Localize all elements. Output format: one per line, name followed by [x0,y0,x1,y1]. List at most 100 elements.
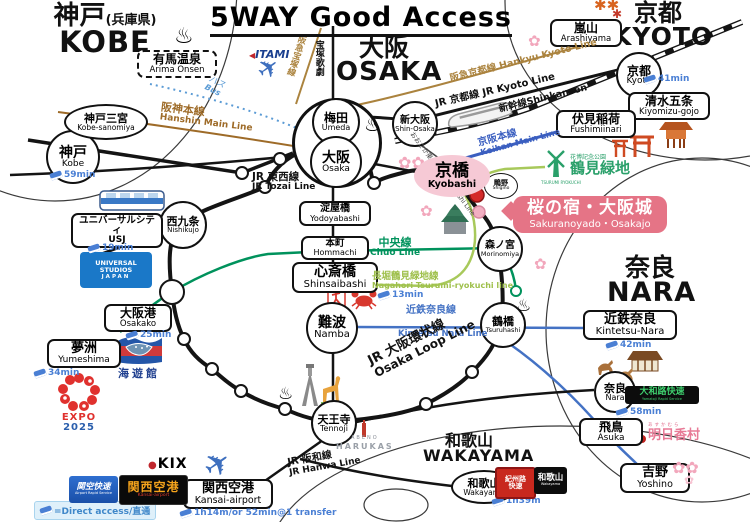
cherry-blossom-icon: ✿ [528,32,541,50]
jr-wakayama-line-path [299,457,453,488]
train-icon [179,507,193,519]
place-fushimiinari: 伏見稲荷 Fushimiinari [556,110,636,138]
line-label-kintetsu-nara-jp: 近鉄奈良線 [406,305,456,316]
kaiyukan-label: 海遊館 [118,367,160,380]
hotel-banner: 桜の宿・大阪城 Sakuranoyado・Osakajo [513,196,667,234]
kishuji-rapid-board: 紀州路 快速 [495,467,536,499]
time-yumeshima: 34min [33,367,79,379]
chuo-terminal-dot [510,285,522,297]
shinkansen-line-stripes [394,20,743,143]
station-namba: 難波 Namba [306,302,358,354]
time-osakako: 25min [125,329,171,341]
station-osaka: 大阪 Osaka [310,136,362,188]
jr-yamatoji-line-path [351,388,595,425]
train-icon [377,289,391,301]
maple-leaves-icon: ✱✱ [594,0,620,14]
train-icon [87,242,101,254]
line-label-kintetsu-nara-en: Kintetsu Nara Line [398,329,488,339]
kaiyukan-logo-icon [116,337,162,364]
time-usj: 19min [87,242,133,254]
train-icon [643,73,657,85]
place-yumeshima: 夢洲 Yumeshima [47,339,121,369]
hankyu-takarazuka-line-path [295,27,322,105]
onsen-icon: ♨ [516,296,532,316]
cherry-blossom-icon: ✿ [684,473,695,487]
jr-hanwa-line-path [261,438,324,485]
time-kyoto: 41min [643,73,689,85]
tsurumi-label: 花博記念公園 鶴見緑地 [570,154,631,178]
shinkansen-train-icon [447,102,513,128]
torii-gate-icon [612,135,654,157]
kix-logo: ●KIX [148,456,188,472]
south-small-boundary [363,488,429,522]
region-kobe-jp: 神戸 [53,1,106,31]
cherry-blossom-icon: ✿✿ [672,458,699,477]
region-nara-en: NARA [607,276,697,308]
place-asuka: 飛鳥 Asuka [579,418,643,447]
cherry-blossom-icon: ✿ [420,202,433,220]
commuter-train-icon [99,190,165,211]
harukas-tower-icon [362,420,366,437]
tsurumi-caption: TSURUMI RYOKUCHI [541,180,581,185]
kobe-region-boundary [0,0,238,202]
kansai-airport-board: 関西空港 Kansai-airport [119,475,188,505]
universal-studios-logo: UNIVERSAL STUDIOS JAPAN [80,252,152,288]
asukamura-label: あすかむら 明日香村 [648,423,701,443]
place-yodoyabashi: 淀屋橋 Yodoyabashi [299,201,371,226]
line-label-tozai: JR 東西線 JR Tozai Line [252,171,316,193]
maple-leaves-icon: ✱ [612,7,623,21]
train-icon [33,367,47,379]
cherry-blossom-icon: ✿ [534,255,547,273]
kix-mark-icon: ● [148,460,158,471]
place-osakako: 大阪港 Osakako [104,304,172,332]
kyoto-region-boundary [504,0,750,161]
wakayama-region-boundary [279,425,750,522]
train-icon [39,505,53,516]
station-kyobashi: 京橋 Kyobashi [414,155,490,197]
place-kansaiairport: 関西空港 Kansai-airport [183,479,273,509]
onsen-icon: ♨ [364,114,382,136]
station-morinomiya: 森ノ宮 Morinomiya [477,226,523,272]
region-kobe-en: KOBE [59,24,151,59]
region-nara-jp: 奈良 [624,253,675,282]
region-wakayama-en: WAKAYAMA [423,446,535,466]
onsen-icon: ♨ [174,24,194,49]
region-wakayama: 和歌山 WAKAYAMA [423,432,535,466]
nara-temple-icon [627,351,663,372]
station-kobe: 神戸 Kobe [46,130,100,184]
kiyomizu-temple-icon [659,122,693,148]
region-osaka-jp: 大阪 [358,33,409,62]
place-arashiyama: 嵐山 Arashiyama [550,19,622,47]
time-wakayama: 1h39m [491,495,541,507]
station-kobesannomiya: 神戸三宮 Kobe-sanomiya [64,104,148,140]
station-shinosaka: 新大阪 Shin-Osaka [392,101,438,147]
nara-region-boundary [545,157,750,503]
region-kobe-note: (兵庫県) [105,13,157,28]
place-usj: ユニバーサルシティ USJ [71,213,163,249]
jr-tozai-line-path [9,154,295,177]
place-kiyomizu: 清水五条 Kiyomizu-gojo [628,92,710,120]
region-kobe: 神戸(兵庫県) KOBE [40,1,170,59]
time-kansai: 1h14m/or 52min@1 transfer [179,507,336,519]
onsen-icon: ♨ [278,384,294,404]
windmill-icon [547,150,565,177]
train-icon [125,329,139,341]
itami-mark-icon: ◀ [249,51,256,60]
place-arima: 有馬温泉 Arima Onsen [137,50,217,78]
region-osaka-en: OSAKA [336,56,443,87]
crab-icon [351,290,377,310]
time-kintetsunara: 42min [605,339,651,351]
tsutenkaku-tower-icon [302,364,318,406]
line-label-takarazuka: 宝塚歌劇 [313,40,324,76]
place-yoshino: 吉野 Yoshino [620,463,690,493]
station-nishikujo: 西九条 Nishikujo [159,201,207,249]
hotel-station-dot [472,205,486,219]
place-hommachi: 本町 Hommachi [301,236,369,261]
expo-2025-logo-icon [58,373,100,411]
yamatoji-rapid-board: 大和路快速 Yamatoji Rapid Service [625,386,699,404]
time-nara: 58min [615,406,661,418]
train-icon [49,169,63,181]
time-shinsaibashi: 13min [377,289,423,301]
station-tsuruhashi: 鶴橋 Tsuruhashi [480,302,526,348]
